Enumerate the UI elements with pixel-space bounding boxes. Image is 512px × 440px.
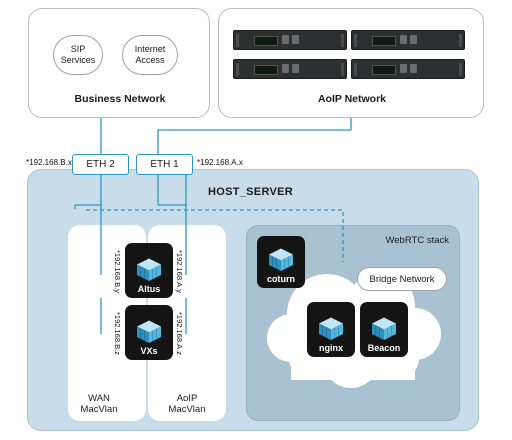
bridge-dashed-line [86,209,344,262]
altus-wan-ip: *192.168.B.y [113,250,122,293]
aoip-device-2 [351,30,465,50]
altus-aoip-ip: *192.168.A.y [175,250,184,293]
wan-macvlan-label: WAN MacVlan [80,393,118,415]
altus-label: Altus [137,284,161,294]
nginx-tile: nginx [307,302,355,357]
aoip-network-box: AoIP Network [218,8,484,118]
altus-tile: Altus [125,243,173,298]
host-server-title: HOST_SERVER [208,186,294,198]
docker-container-icon [132,316,166,346]
business-network-box: SIP Services Internet Access Business Ne… [28,8,210,118]
eth1-port: ETH 1 [136,154,193,175]
aoip-to-eth1-line [157,118,352,154]
host-server-box: HOST_SERVER WAN MacVlan AoIP MacVlan Web… [27,169,479,431]
aoip-macvlan-label: AoIP MacVlan [168,393,206,415]
eth2-ip-label: *192.168.B.x [26,158,72,167]
coturn-tile: coturn [257,236,305,288]
webrtc-stack-box: WebRTC stack Bridge Network coturn nginx [246,225,460,421]
nginx-label: nginx [319,343,343,353]
vxs-label: VXs [140,346,158,356]
eth1-ip-label: *192.168.A.x [197,158,243,167]
beacon-tile: Beacon [360,302,408,357]
webrtc-stack-title: WebRTC stack [385,235,449,246]
bridge-network-pill: Bridge Network [357,267,447,291]
sip-services-pill: SIP Services [53,35,103,75]
aoip-device-4 [351,59,465,79]
beacon-label: Beacon [367,343,401,353]
internet-access-pill: Internet Access [122,35,178,75]
docker-container-icon [132,254,166,284]
vxs-wan-ip: *192.168.B.z [113,312,122,355]
vxs-tile: VXs [125,305,173,360]
vxs-aoip-ip: *192.168.A.z [175,312,184,355]
aoip-device-3 [233,59,347,79]
business-network-title: Business Network [74,93,166,105]
eth2-port: ETH 2 [72,154,129,175]
aoip-network-title: AoIP Network [317,93,387,105]
aoip-device-1 [233,30,347,50]
coturn-label: coturn [267,274,295,284]
